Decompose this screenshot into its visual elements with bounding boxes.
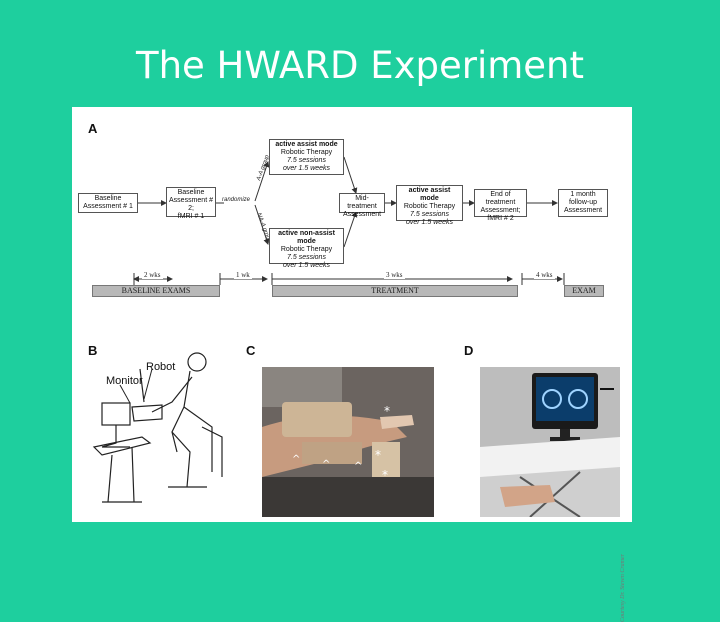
label-robot: Robot bbox=[146, 361, 176, 373]
photo-robot-hand-art: * * * ^ ^ ^ bbox=[262, 367, 434, 517]
box-right-line1: Robotic Therapy bbox=[403, 203, 456, 210]
box-end-treatment: End of treatment Assessment; fMRI # 2 bbox=[474, 189, 527, 222]
box-mid-line1: Mid-treatment bbox=[347, 195, 377, 210]
bar-baseline-exams: BASELINE EXAMS bbox=[92, 285, 220, 297]
svg-text:^: ^ bbox=[322, 459, 330, 470]
box-end-line3: fMRI # 2 bbox=[487, 215, 514, 222]
timeline-2wks: 2 wks bbox=[142, 271, 163, 279]
panel-b-line-art bbox=[92, 352, 223, 503]
arrow-bottom-to-mid bbox=[343, 211, 358, 248]
label-monitor: Monitor bbox=[106, 375, 143, 387]
box-top-line1: Robotic Therapy bbox=[280, 149, 333, 156]
box-baseline-1: Baseline Assessment # 1 bbox=[78, 193, 138, 213]
box-right-line3: over 1.5 weeks bbox=[405, 219, 454, 226]
bar-treatment: TREATMENT bbox=[272, 285, 518, 297]
slide-title: The HWARD Experiment bbox=[135, 44, 584, 87]
box-top-therapy: active assist mode Robotic Therapy 7.5 s… bbox=[269, 139, 344, 175]
box-bottom-line1: Robotic Therapy bbox=[280, 246, 333, 253]
box-baseline-2-line1: Baseline bbox=[177, 189, 205, 196]
bar-exam: EXAM bbox=[564, 285, 604, 297]
photo-credit: Courtesy Dr. Steven Cramer bbox=[620, 554, 626, 622]
pointer-monitor bbox=[119, 384, 131, 404]
photo-monitor-setup bbox=[480, 367, 620, 517]
panel-label-a: A bbox=[88, 121, 98, 136]
svg-text:*: * bbox=[382, 468, 388, 482]
panel-label-d: D bbox=[464, 343, 474, 358]
box-bottom-therapy: active non-assist mode Robotic Therapy 7… bbox=[269, 228, 344, 269]
box-baseline-2-line2: Assessment # 2; bbox=[169, 197, 213, 212]
box-baseline-2: Baseline Assessment # 2; fMRI # 1 bbox=[166, 187, 216, 220]
box-follow-line1: 1 month bbox=[570, 191, 596, 198]
box-follow-line2: follow-up bbox=[568, 199, 597, 206]
randomize-label: randomize bbox=[222, 197, 251, 203]
timeline-3wks: 3 wks bbox=[384, 271, 405, 279]
box-top-title: active assist mode bbox=[275, 141, 338, 148]
box-follow-up: 1 month follow-up Assessment bbox=[558, 189, 608, 217]
svg-text:*: * bbox=[384, 404, 390, 418]
box-right-title: active assist mode bbox=[408, 187, 451, 202]
svg-text:^: ^ bbox=[354, 461, 362, 472]
arrow-top-to-mid bbox=[343, 156, 358, 194]
hward-figure: A B C D Baseline Assessment # 1 Baseline… bbox=[72, 107, 632, 622]
box-top-line3: over 1.5 weeks bbox=[282, 165, 331, 172]
arrow-randomize-to-bottom bbox=[254, 204, 270, 245]
box-end-line1: End of treatment bbox=[485, 191, 516, 206]
box-follow-line3: Assessment bbox=[563, 207, 603, 214]
panel-label-c: C bbox=[246, 343, 256, 358]
arrow-randomize-to-top bbox=[254, 161, 270, 202]
timeline-4wks: 4 wks bbox=[534, 271, 555, 279]
box-baseline-1-text: Baseline Assessment # 1 bbox=[83, 195, 133, 210]
box-bottom-line2: 7.5 sessions bbox=[287, 254, 326, 261]
box-bottom-title: active non-assist mode bbox=[278, 230, 335, 245]
pointer-robot bbox=[143, 368, 153, 400]
box-mid-line2: Assessment bbox=[342, 211, 382, 218]
timeline-1wk: 1 wk bbox=[234, 271, 252, 279]
box-top-line2: 7.5 sessions bbox=[287, 157, 326, 164]
box-end-line2: Assessment; bbox=[480, 207, 521, 214]
photo-monitor-setup-art bbox=[480, 367, 620, 517]
box-right-therapy: active assist mode Robotic Therapy 7.5 s… bbox=[396, 185, 463, 226]
panel-label-b: B bbox=[88, 343, 98, 358]
box-mid-treatment: Mid-treatment Assessment bbox=[339, 193, 385, 218]
flow-connectors bbox=[92, 156, 565, 503]
box-right-line2: 7.5 sessions bbox=[410, 211, 449, 218]
box-baseline-2-line3: fMRI # 1 bbox=[177, 213, 205, 220]
box-bottom-line3: over 1.5 weeks bbox=[282, 262, 331, 269]
svg-text:*: * bbox=[375, 448, 381, 462]
svg-text:^: ^ bbox=[292, 454, 300, 465]
photo-robot-hand: * * * ^ ^ ^ bbox=[262, 367, 434, 517]
